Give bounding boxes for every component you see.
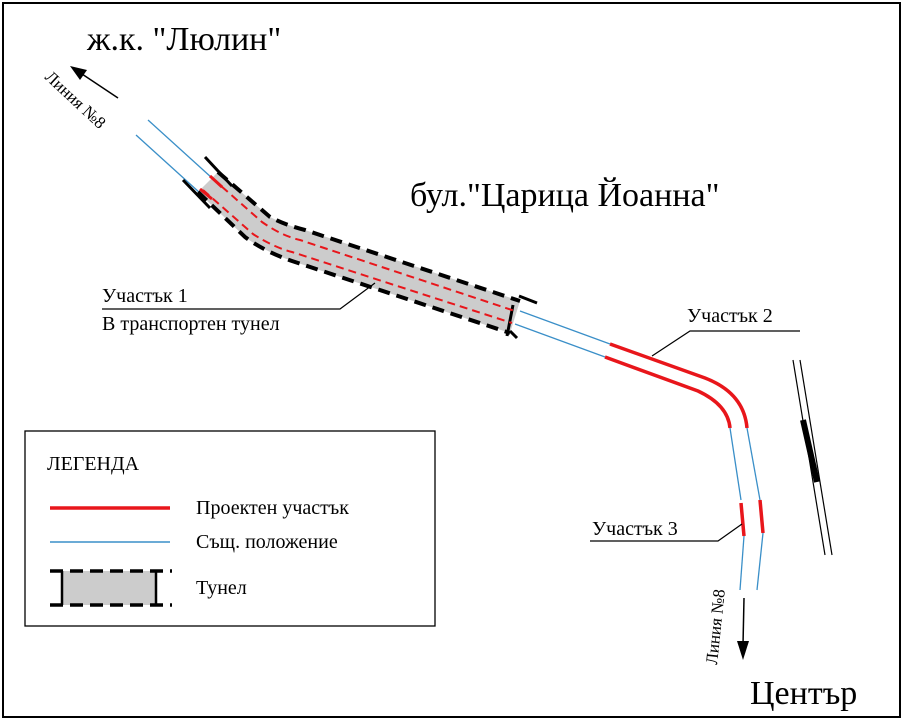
tunnel-track-upper [211,177,516,312]
existing-track-end [739,532,764,591]
legend-symbol-tunnel [50,569,172,607]
tunnel-section-1 [181,155,538,340]
section-2-label: Участък 2 [687,305,773,327]
railway-symbol [792,359,833,556]
tunnel-wall-upper [216,170,521,303]
boulevard-label: бул."Царица Йоанна" [410,177,720,214]
section-3-label: Участък 3 [592,518,678,540]
line-label-northwest: Линия №8 [41,67,109,132]
legend-label-project: Проектен участък [196,497,349,519]
tunnel-wall-lower [196,190,511,335]
arrow-northwest [70,66,119,99]
legend-label-existing: Същ. положение [196,531,338,553]
tunnel-cap-east-lower [508,329,519,340]
existing-track-south [729,427,761,501]
tunnel-track-lower [202,189,513,324]
legend: ЛЕГЕНДА Проектен участък Същ. положение … [24,430,436,627]
tunnel-entry-red-lower [199,187,213,201]
district-label: ж.к. "Люлин" [86,21,281,58]
section-1-subtitle: В транспортен тунел [102,313,280,335]
center-label: Център [750,675,857,712]
tunnel-entry-red-upper [208,174,224,189]
project-section-2 [604,342,749,429]
existing-track-northwest [135,119,213,194]
leader-section-2 [651,330,800,357]
leader-section-1 [102,282,376,310]
arrow-south [737,597,749,660]
legend-label-tunnel: Тунел [196,577,247,599]
tunnel-cap-east-upper [518,294,538,305]
tunnel-cap-west-lower [181,178,212,210]
tunnel-fill [198,172,520,333]
tunnel-cap-west-upper [203,155,234,188]
section-1-title: Участък 1 [102,285,188,307]
project-section-3 [739,499,765,537]
leader-lines [102,282,800,542]
leader-section-3 [590,523,743,542]
existing-track-middle [514,310,611,358]
legend-title: ЛЕГЕНДА [47,453,140,475]
line-label-south: Линия №8 [702,588,729,665]
